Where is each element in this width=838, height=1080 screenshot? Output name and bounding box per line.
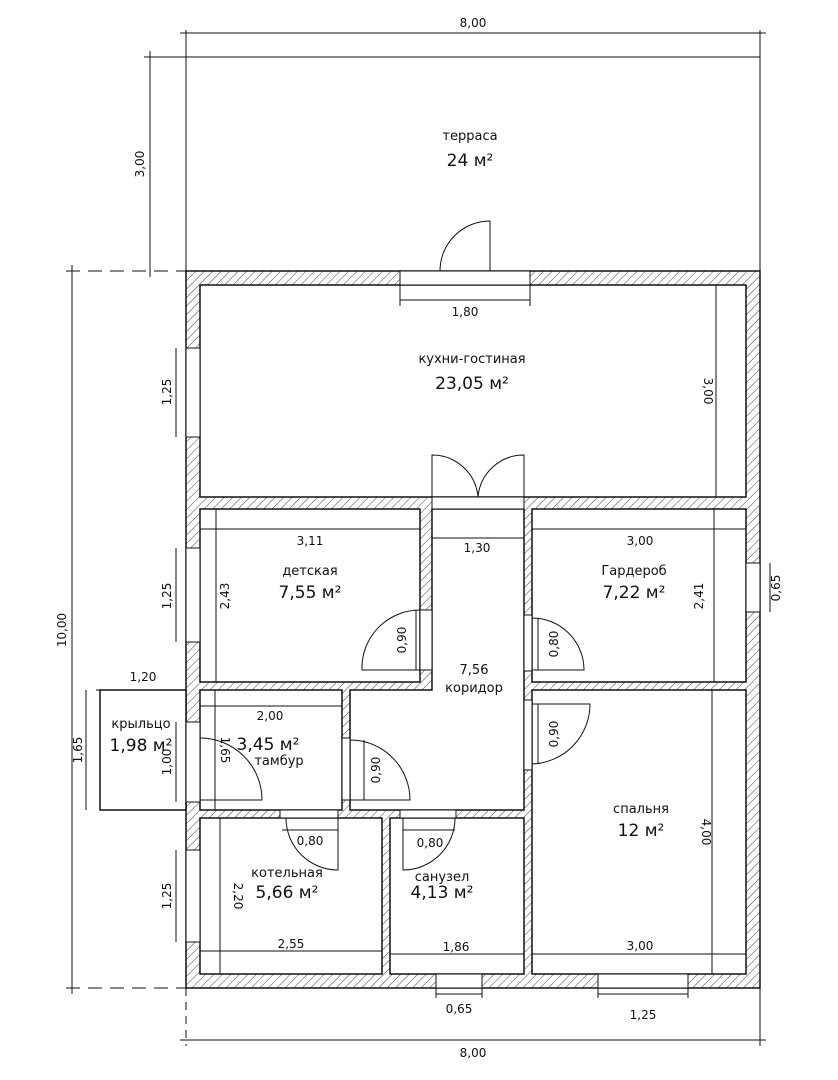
dim-boiler-width: 2,55 (278, 937, 305, 951)
window-boiler (185, 849, 201, 943)
dim-boiler-door: 0,80 (297, 834, 324, 848)
dim-corridor-width: 1,30 (464, 541, 491, 555)
kids-door-opening (419, 609, 433, 671)
vestibule-area: 3,45 м² (237, 735, 300, 755)
dim-boiler-depth: 2,20 (231, 883, 245, 910)
entry-door-opening (185, 721, 201, 803)
bathroom-area: 4,13 м² (411, 883, 474, 903)
room-bathroom (389, 817, 525, 975)
window-bedroom (597, 973, 689, 989)
boiler-name: котельная (251, 866, 323, 881)
boiler-area: 5,66 м² (256, 883, 319, 903)
kitchen-doorway (431, 496, 525, 510)
room-boiler (199, 817, 383, 975)
dim-porch-width: 1,20 (130, 670, 157, 684)
kids-name: детская (282, 564, 337, 579)
dim-terrace-door: 1,80 (452, 305, 479, 319)
terrace-area: 24 м² (447, 151, 494, 171)
kids-area: 7,55 м² (279, 583, 342, 603)
terrace (185, 30, 761, 271)
window-kids (185, 547, 201, 643)
dim-bottom-width: 8,00 (460, 1046, 487, 1060)
dim-vestibule-width: 2,00 (257, 709, 284, 723)
window-kitchen-left (185, 347, 201, 438)
wardrobe-area: 7,22 м² (603, 583, 666, 603)
terrace-door-swing (439, 220, 491, 272)
dim-wardrobe-door: 0,80 (547, 631, 561, 658)
kids-door-swing (361, 609, 421, 671)
corridor-area: 7,56 (460, 663, 489, 678)
room-bedroom (531, 689, 747, 975)
dim-total-depth: 10,00 (55, 613, 69, 647)
bedroom-door-opening (523, 699, 533, 771)
dim-vestibule-door: 0,90 (369, 757, 383, 784)
dim-entry-door: 1,00 (160, 749, 174, 776)
dim-kids-depth: 2,43 (218, 583, 232, 610)
entry-door-swing (199, 737, 263, 801)
corridor-name: коридор (445, 681, 503, 696)
dim-wardrobe-depth: 2,41 (692, 583, 706, 610)
boiler-door-opening (279, 809, 339, 819)
vestibule-door-swing (349, 739, 411, 801)
room-kids (199, 508, 421, 683)
dim-bathroom-window: 0,65 (446, 1002, 473, 1016)
dim-terrace-depth: 3,00 (133, 151, 147, 178)
dim-bathroom-door: 0,80 (417, 836, 444, 850)
kitchen-door-left-swing (431, 454, 479, 498)
boiler-door-swing (285, 817, 339, 871)
dim-kids-window: 1,25 (160, 583, 174, 610)
bathroom-door-swing (402, 817, 456, 871)
dim-kids-width: 3,11 (297, 534, 324, 548)
dim-bathroom-width: 1,86 (443, 940, 470, 954)
window-wardrobe (745, 562, 761, 613)
room-wardrobe (531, 508, 747, 683)
dim-porch-depth: 1,65 (71, 737, 85, 764)
dim-bedroom-window: 1,25 (630, 1008, 657, 1022)
wardrobe-name: Гардероб (601, 564, 666, 579)
bathroom-name: санузел (415, 870, 470, 885)
wardrobe-door-swing (531, 617, 585, 671)
dim-top-width: 8,00 (460, 16, 487, 30)
room-porch (99, 689, 187, 811)
vestibule-door-opening (341, 737, 351, 801)
bedroom-area: 12 м² (618, 821, 665, 841)
door-swings (199, 220, 591, 871)
dim-wardrobe-width: 3,00 (627, 534, 654, 548)
dim-boiler-window: 1,25 (160, 883, 174, 910)
porch-name: крыльцо (111, 717, 170, 732)
openings (185, 270, 761, 989)
dim-kitchen-window: 1,25 (160, 379, 174, 406)
dim-kids-door: 0,90 (395, 627, 409, 654)
wardrobe-door-opening (523, 614, 533, 672)
vestibule-name: тамбур (254, 754, 303, 769)
dim-bedroom-width: 3,00 (627, 939, 654, 953)
terrace-door-opening (399, 270, 531, 286)
bathroom-door-opening (399, 809, 457, 819)
dim-bedroom-depth: 4,00 (699, 819, 713, 846)
bedroom-name: спальня (613, 802, 669, 817)
dim-kitchen-depth: 3,00 (701, 378, 715, 405)
kitchen-area: 23,05 м² (435, 374, 509, 394)
dim-vestibule-depth: 1,65 (218, 737, 232, 764)
window-bathroom (435, 973, 483, 989)
dim-bedroom-door: 0,90 (547, 721, 561, 748)
bedroom-door-swing (531, 703, 591, 765)
kitchen-name: кухни-гостиная (418, 352, 525, 367)
dimension-lines (66, 32, 771, 1046)
dim-wardrobe-window: 0,65 (769, 575, 783, 602)
kitchen-door-right-swing (477, 454, 525, 498)
porch-area: 1,98 м² (110, 736, 173, 756)
terrace-name: терраса (442, 129, 497, 144)
